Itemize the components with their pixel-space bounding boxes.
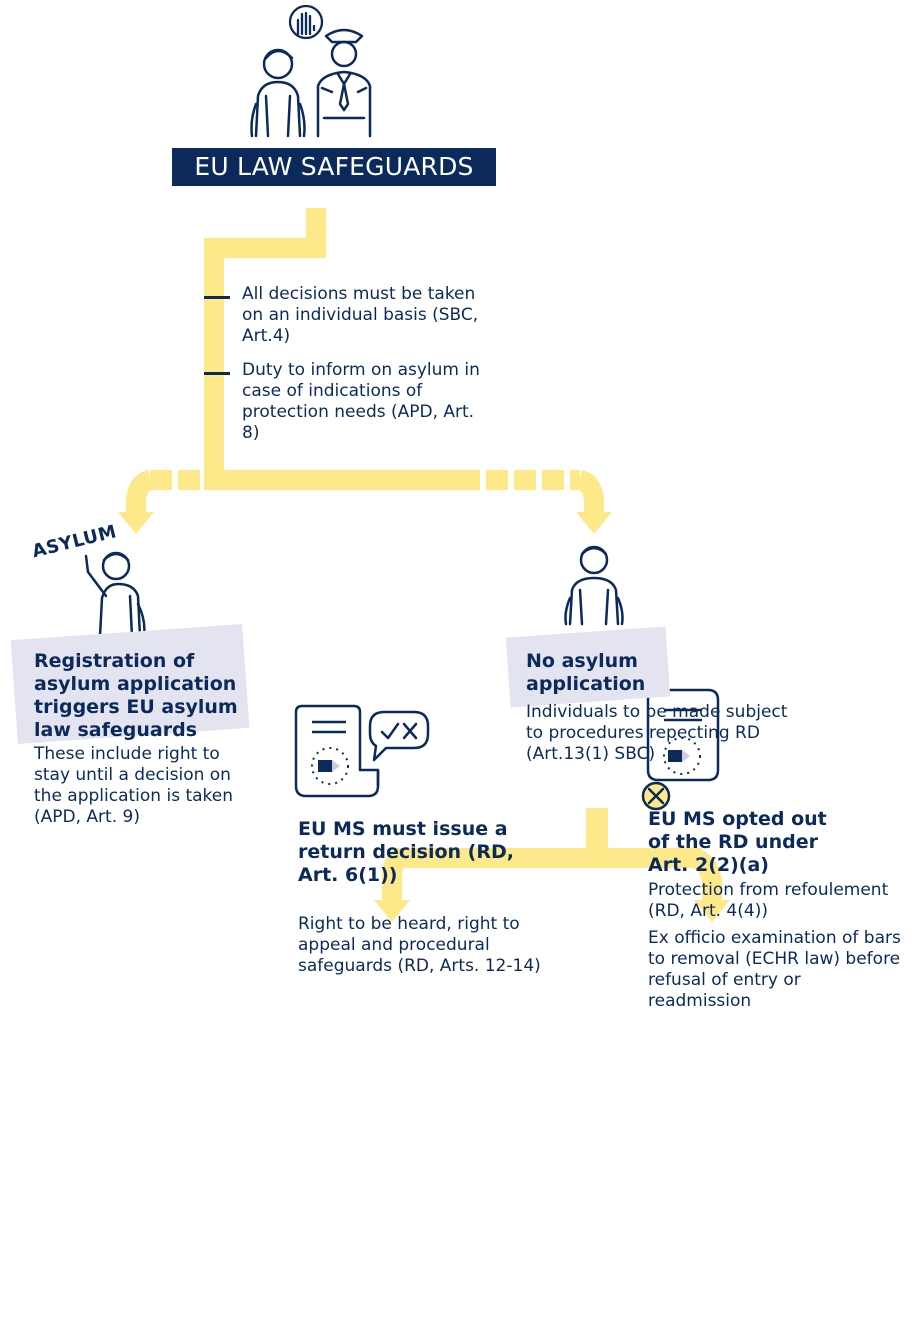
arrow-left-curve	[126, 470, 153, 512]
lower-branch-stem-visible	[586, 808, 608, 858]
person-raising-hand-icon	[84, 551, 146, 638]
right-branch-body: Individuals to be made subject to proced…	[526, 702, 788, 764]
outcome-right-body-1: Protection from refoulement (RD, Art. 4(…	[648, 880, 889, 921]
right-branch-heading: No asylum application	[526, 650, 646, 695]
outcome-right-body-2: Ex officio examination of bars to remova…	[648, 928, 901, 1011]
page-title: EU LAW SAFEGUARDS	[172, 148, 496, 186]
arrow-lower-right-curve	[690, 848, 722, 900]
arrow-right-head	[576, 512, 612, 534]
left-branch-body: These include right to stay until a deci…	[34, 744, 234, 827]
left-branch-heading: Registration of asylum application trigg…	[34, 650, 238, 741]
flow-split-center	[204, 470, 474, 490]
safeguard-item-1: All decisions must be taken on an indivi…	[242, 284, 479, 346]
person-icon	[564, 545, 624, 626]
return-decision-document-icon	[294, 704, 380, 798]
officer-with-person-icon	[250, 28, 372, 138]
arrow-lower-right-head	[694, 900, 730, 922]
check-cross-speech-icon	[368, 710, 430, 762]
arrow-lower-left-head	[374, 900, 410, 922]
arrow-left-head	[118, 512, 154, 534]
stop-hand-icon	[288, 4, 324, 40]
list-bullet	[204, 296, 230, 299]
list-bullet	[204, 372, 230, 375]
flow-stem-top	[306, 208, 326, 242]
outcome-left-body: Right to be heard, right to appeal and p…	[298, 914, 541, 976]
arrow-right-curve	[577, 470, 604, 512]
lower-branch-bar	[392, 848, 702, 868]
flow-bracket-top	[204, 238, 326, 258]
outcome-left-heading: EU MS must issue a return decision (RD, …	[298, 818, 514, 886]
cross-mark-icon	[641, 781, 671, 811]
outcome-right-heading: EU MS opted out of the RD under Art. 2(2…	[648, 808, 827, 876]
safeguard-item-2: Duty to inform on asylum in case of indi…	[242, 360, 480, 443]
arrow-lower-left-curve	[382, 848, 406, 900]
flow-bracket-vertical	[204, 238, 224, 490]
